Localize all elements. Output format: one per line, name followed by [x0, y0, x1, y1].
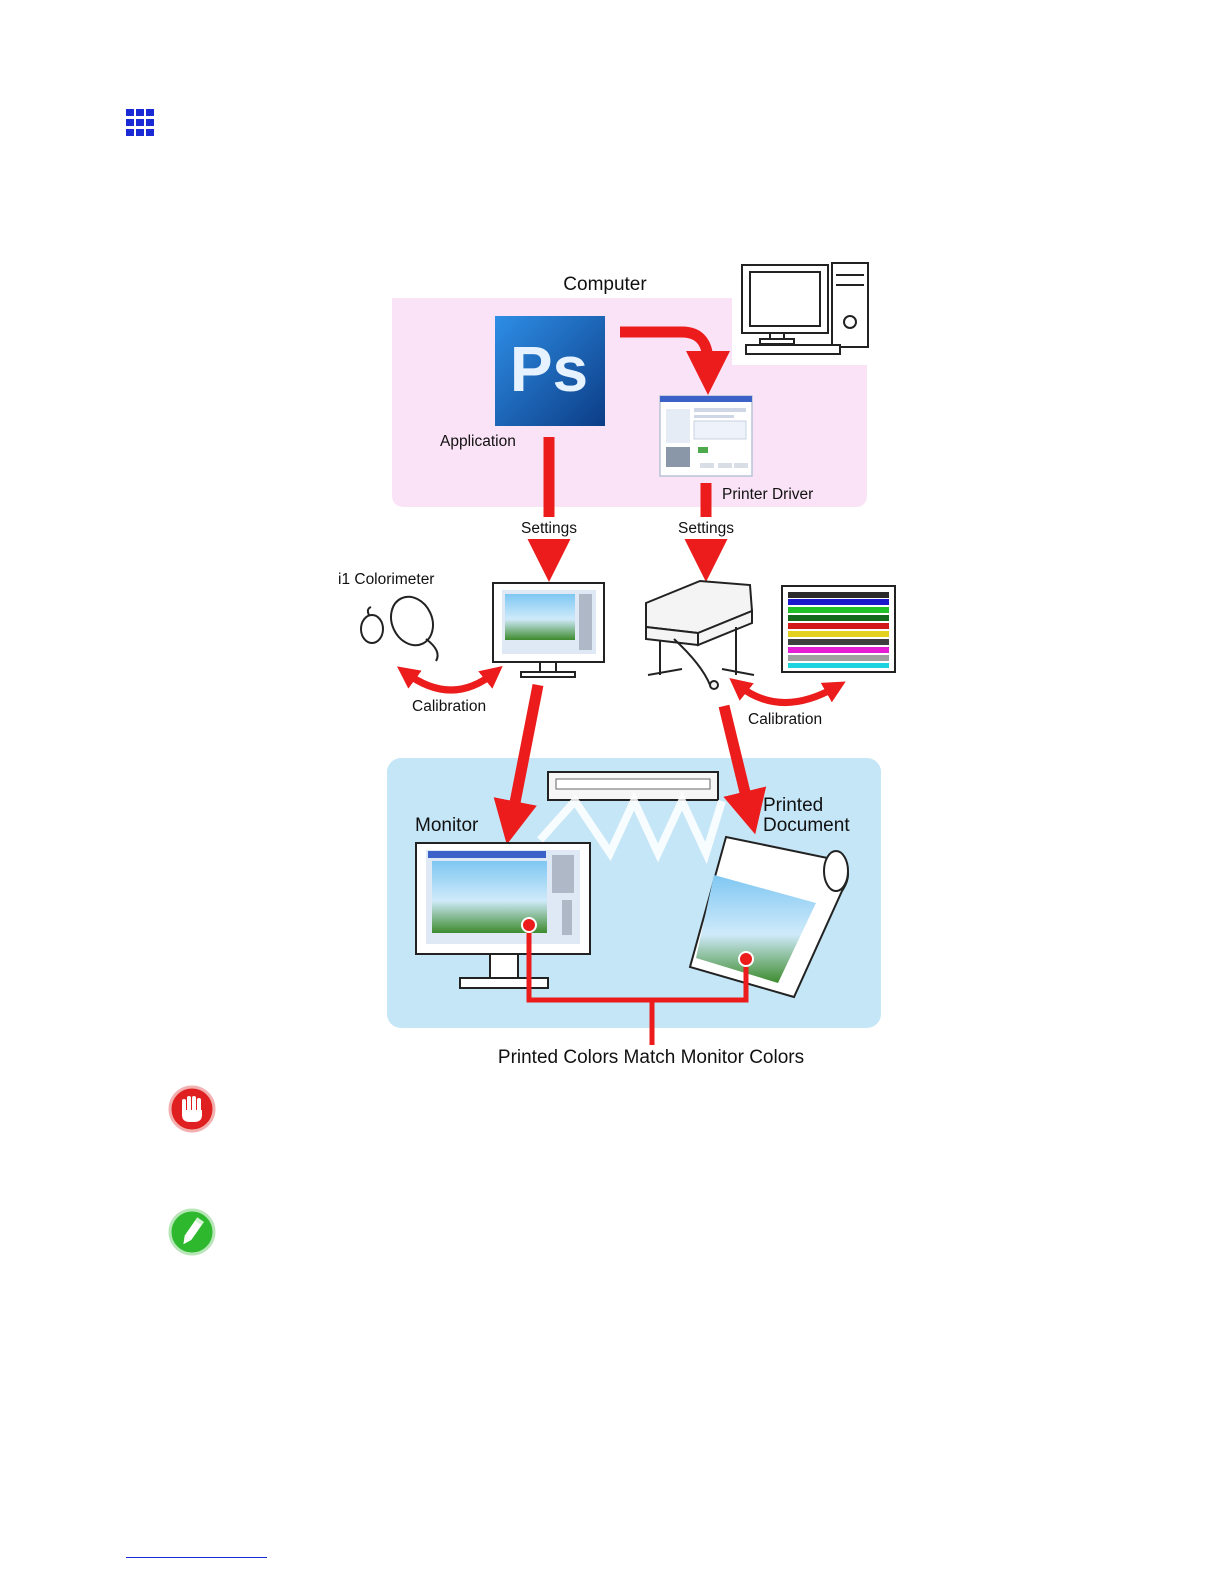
calibration-left-label: Calibration	[412, 698, 486, 715]
application-label: Application	[440, 433, 516, 450]
printer-icon	[646, 581, 754, 689]
monitor-label: Monitor	[415, 815, 479, 836]
color-matching-diagram: Ps Computer Application Printer Driver S…	[330, 255, 910, 1080]
svg-text:Ps: Ps	[510, 333, 588, 405]
colorimeter-label: i1 Colorimeter	[338, 571, 434, 588]
hand-stop-icon	[168, 1085, 216, 1133]
calibration-arrow-right	[738, 685, 836, 703]
photoshop-icon: Ps	[495, 316, 605, 426]
printer-driver-dialog-icon	[660, 396, 752, 476]
calibration-right-label: Calibration	[748, 711, 822, 728]
calibration-arrow-left	[406, 673, 494, 690]
desktop-computer-icon	[742, 263, 868, 354]
color-calibration-chart	[782, 586, 895, 672]
footer-link-underline[interactable]	[126, 1557, 267, 1558]
pencil-icon	[168, 1208, 216, 1256]
computer-label: Computer	[563, 274, 647, 295]
colorimeter-icon	[361, 590, 441, 661]
printed-document-label-line1: Printed	[763, 795, 823, 816]
settings-right-label: Settings	[678, 520, 734, 537]
match-label: Printed Colors Match Monitor Colors	[498, 1047, 804, 1068]
small-monitor-icon	[493, 583, 604, 677]
printed-document-label-line2: Document	[763, 815, 850, 836]
grid-menu-icon[interactable]	[126, 109, 154, 137]
printer-driver-label: Printer Driver	[722, 486, 813, 503]
settings-left-label: Settings	[521, 520, 577, 537]
